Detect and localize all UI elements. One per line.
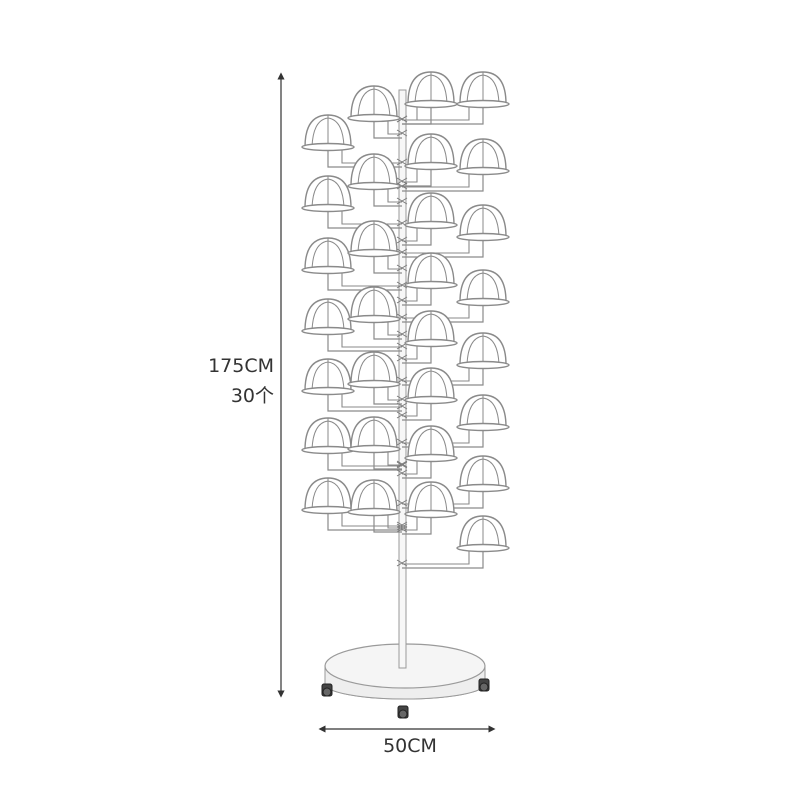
cap-holder <box>404 425 458 463</box>
cap-holder <box>301 175 355 213</box>
hat-arm <box>396 285 432 306</box>
cap-holder <box>301 298 355 336</box>
hat-arm <box>373 253 408 274</box>
cap-holders <box>301 71 510 553</box>
cap-holder <box>456 269 510 307</box>
hat-arms <box>327 104 484 569</box>
cap-holder <box>404 192 458 230</box>
cap-holder <box>301 114 355 152</box>
hat-arm <box>396 166 432 187</box>
cap-holder <box>301 237 355 275</box>
hat-arm <box>373 512 408 533</box>
hat-arm <box>373 186 408 207</box>
cap-holder <box>347 153 401 191</box>
cap-holder <box>456 71 510 109</box>
cap-holder <box>404 133 458 171</box>
cap-holder <box>301 477 355 515</box>
count-label: 30个 <box>230 385 274 407</box>
cap-holder <box>456 204 510 242</box>
caster-wheels <box>321 678 490 719</box>
cap-holder <box>404 310 458 348</box>
hat-arm <box>373 319 408 340</box>
hat-arm <box>396 343 432 364</box>
hat-arm <box>396 104 484 125</box>
hat-arm <box>396 548 484 569</box>
cap-holder <box>404 481 458 519</box>
rack-base <box>324 643 486 700</box>
cap-holder <box>456 332 510 370</box>
cap-holder <box>404 71 458 109</box>
cap-holder <box>347 351 401 389</box>
hat-arm <box>327 331 408 352</box>
cap-holder <box>347 479 401 517</box>
hat-arm <box>396 171 484 192</box>
cap-holder <box>456 455 510 493</box>
hat-arm <box>396 458 432 479</box>
cap-holder <box>301 417 355 455</box>
cap-holder <box>456 394 510 432</box>
cap-holder <box>456 138 510 176</box>
hat-arm <box>396 514 432 535</box>
cap-holder <box>301 358 355 396</box>
cap-holder <box>404 252 458 290</box>
cap-holder <box>347 85 401 123</box>
height-label: 175CM <box>208 355 274 377</box>
hat-arm <box>373 449 408 470</box>
hat-arm <box>396 400 432 421</box>
cap-holder <box>347 220 401 258</box>
width-label: 50CM <box>383 735 437 757</box>
central-pole <box>398 89 407 669</box>
cap-holder <box>456 515 510 553</box>
hat-arm <box>373 118 408 139</box>
cap-holder <box>404 367 458 405</box>
cap-holder <box>347 286 401 324</box>
cap-holder <box>347 416 401 454</box>
hat-arm <box>396 225 432 246</box>
